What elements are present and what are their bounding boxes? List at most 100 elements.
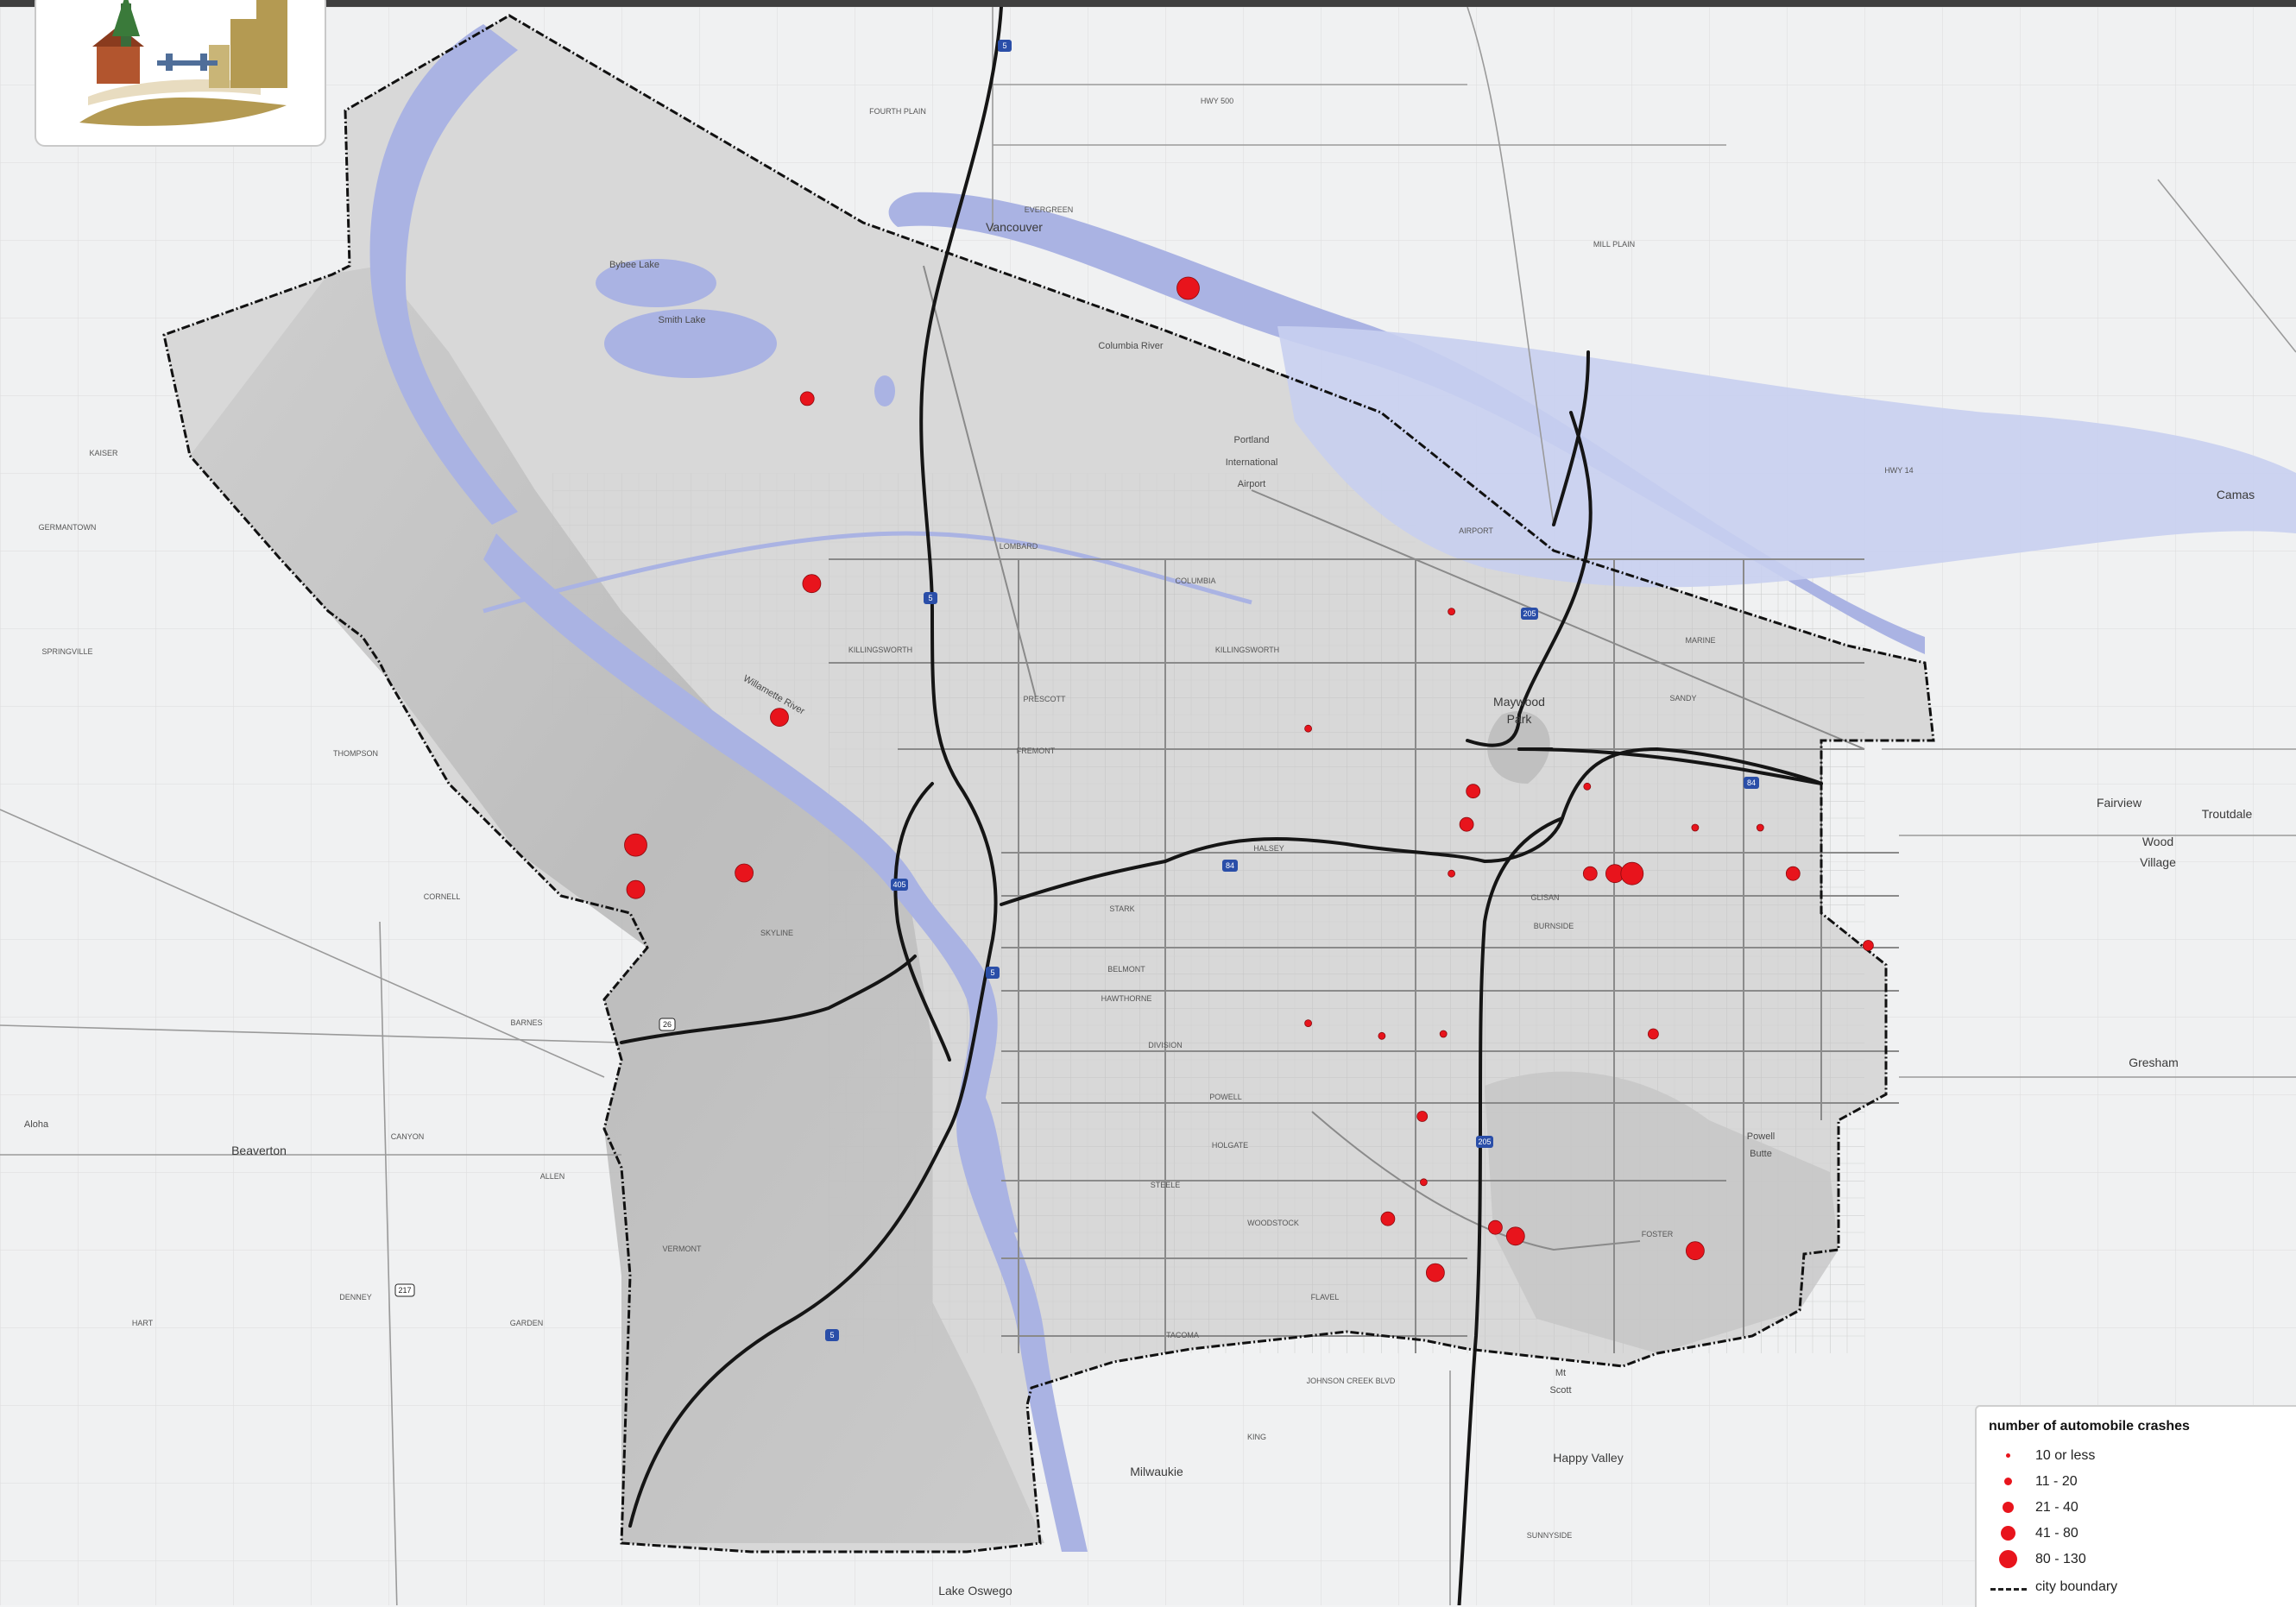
crash-point[interactable] [1785, 866, 1801, 881]
shield-i5-north: 5 [998, 40, 1012, 52]
label-aloha: Aloha [24, 1119, 49, 1130]
crash-point[interactable] [735, 863, 754, 883]
crash-point[interactable] [1583, 782, 1592, 791]
svg-text:405: 405 [893, 880, 905, 889]
legend-boundary-label: city boundary [2035, 1579, 2118, 1594]
crash-point[interactable] [1176, 276, 1200, 300]
crash-point[interactable] [1448, 869, 1455, 878]
label-killingsworth-e: KILLINGSWORTH [1215, 646, 1279, 654]
crash-point[interactable] [1459, 816, 1474, 832]
svg-text:84: 84 [1226, 861, 1234, 870]
crash-point[interactable] [1304, 1019, 1312, 1027]
secondary-roads [829, 265, 1899, 1353]
crash-point[interactable] [1862, 940, 1874, 951]
label-hart: HART [132, 1319, 154, 1327]
label-germantown: GERMANTOWN [39, 523, 97, 532]
svg-text:5: 5 [990, 968, 994, 977]
legend-label: 41 - 80 [2035, 1526, 2078, 1541]
label-halsey: HALSEY [1253, 844, 1284, 853]
shield-i5: 5 [924, 592, 937, 604]
label-troutdale: Troutdale [2202, 807, 2253, 821]
map-canvas[interactable]: 5 5 84 84 405 205 205 5 5 26 217 Vancouv… [0, 7, 2296, 1605]
label-marine: MARINE [1685, 636, 1715, 645]
southeast-hills [1485, 1071, 1839, 1353]
crash-point[interactable] [1648, 1028, 1659, 1040]
label-hwy14: HWY 14 [1884, 466, 1913, 475]
label-johnson-creek: JOHNSON CREEK BLVD [1307, 1377, 1396, 1385]
legend-dot [2003, 1502, 2014, 1513]
crash-point[interactable] [1488, 1219, 1503, 1235]
label-canyon: CANYON [391, 1132, 425, 1141]
label-garden: GARDEN [510, 1319, 544, 1327]
label-vancouver: Vancouver [986, 220, 1043, 234]
label-evergreen: EVERGREEN [1025, 205, 1074, 214]
columbia-river-east [1277, 326, 2296, 588]
crash-point[interactable] [1448, 608, 1455, 615]
shield-i84-west: 84 [1222, 860, 1238, 872]
shield-i5-center: 5 [986, 967, 1000, 979]
legend-label: 21 - 40 [2035, 1500, 2078, 1515]
label-airport: AIRPORT [1459, 526, 1493, 535]
label-sunnyside: SUNNYSIDE [1527, 1531, 1573, 1540]
crash-point[interactable] [1756, 823, 1764, 832]
label-bybee-lake: Bybee Lake [609, 260, 659, 270]
label-powell-butte-1: Powell [1747, 1131, 1775, 1142]
columbia-river [369, 24, 518, 525]
legend-item: 80 - 130 [1977, 1548, 2287, 1571]
shield-or217: 217 [394, 1283, 415, 1297]
label-killingsworth-w: KILLINGSWORTH [848, 646, 912, 654]
label-vermont: VERMONT [663, 1245, 703, 1253]
rocky-butte [1487, 711, 1550, 784]
logo-graphic [79, 0, 287, 126]
legend-item: 11 - 20 [1977, 1471, 2287, 1493]
legend-boundary-item: city boundary [1977, 1576, 2287, 1598]
crash-point[interactable] [1582, 866, 1598, 881]
svg-text:26: 26 [663, 1020, 672, 1029]
crash-point[interactable] [1304, 724, 1312, 733]
crash-point[interactable] [1378, 1031, 1386, 1040]
crash-point[interactable] [799, 391, 815, 406]
crash-point[interactable] [802, 574, 822, 594]
shield-us26: 26 [659, 1018, 676, 1031]
label-denney: DENNEY [339, 1293, 372, 1301]
smith-lake-shape [604, 309, 777, 378]
label-lombard: LOMBARD [1000, 542, 1038, 551]
svg-text:217: 217 [398, 1286, 411, 1295]
crash-point[interactable] [770, 708, 789, 727]
label-airport-2: International [1226, 457, 1278, 468]
crash-point[interactable] [1420, 1178, 1428, 1187]
shield-i5-south: 5 [825, 1329, 839, 1341]
west-hills [190, 266, 1044, 1543]
crash-point[interactable] [1620, 861, 1644, 885]
i84-freeway [1000, 747, 1823, 906]
crash-point[interactable] [1439, 1030, 1448, 1038]
label-cornell: CORNELL [424, 892, 461, 901]
crash-point[interactable] [624, 833, 647, 857]
label-fremont: FREMONT [1017, 747, 1056, 755]
i84-east [1517, 747, 1823, 785]
crash-dots-layer [624, 276, 1874, 1282]
agency-logo [35, 0, 326, 147]
label-woodstock: WOODSTOCK [1247, 1219, 1299, 1227]
label-maywood-1: Maywood [1493, 695, 1545, 709]
crash-point[interactable] [1380, 1211, 1396, 1226]
legend-item: 10 or less [1977, 1445, 2287, 1467]
street-labels: LOMBARD COLUMBIA KILLINGSWORTH KILLINGSW… [39, 97, 1914, 1540]
svg-text:5: 5 [928, 594, 932, 602]
ross-island [981, 1094, 1019, 1232]
crash-point[interactable] [1691, 823, 1700, 832]
crash-point[interactable] [1505, 1226, 1525, 1246]
i5-freeway [628, 7, 1003, 1528]
crash-point[interactable] [1686, 1241, 1705, 1261]
label-gresham: Gresham [2129, 1056, 2179, 1069]
north-street-grid [552, 473, 1416, 715]
label-belmont: BELMONT [1107, 965, 1145, 974]
label-lake-oswego: Lake Oswego [938, 1584, 1012, 1598]
freeways [620, 7, 1823, 1605]
crash-point[interactable] [1466, 784, 1481, 799]
crash-point[interactable] [1426, 1263, 1445, 1282]
crash-point[interactable] [626, 879, 646, 899]
crash-point[interactable] [1416, 1111, 1429, 1122]
highway-shields: 5 5 84 84 405 205 205 5 5 26 217 [394, 40, 1759, 1341]
label-columbia-river: Columbia River [1098, 341, 1164, 351]
